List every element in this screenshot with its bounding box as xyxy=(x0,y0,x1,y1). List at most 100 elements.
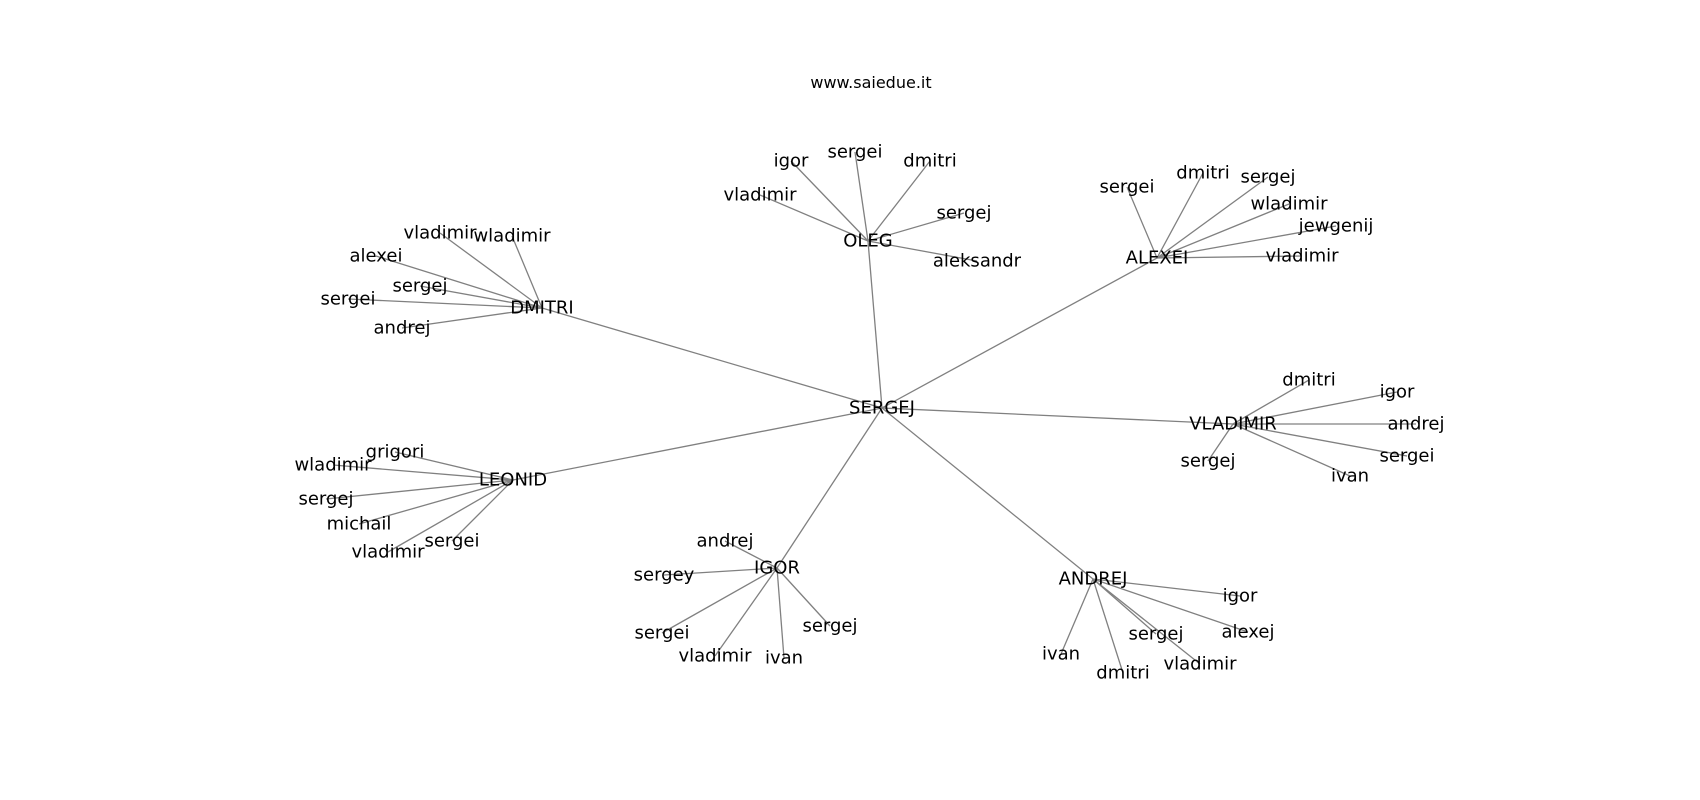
leaf-node-label: sergej xyxy=(1240,167,1295,188)
leaf-node-label: vladimir xyxy=(351,542,425,563)
edge-alexei-sergej xyxy=(1156,176,1269,259)
hub-node-label-dmitri: DMITRI xyxy=(510,298,574,319)
leaf-node-label: sergei xyxy=(1099,177,1154,198)
leaf-node-label: sergej xyxy=(392,276,447,297)
edge-dmitri-sergej xyxy=(419,285,543,309)
hub-node-label-oleg: OLEG xyxy=(843,231,893,252)
leaf-node-label: aleksandr xyxy=(933,251,1022,272)
leaf-node-label: sergei xyxy=(634,623,689,644)
edge-igor-sergey xyxy=(663,567,778,576)
leaf-node-label: andrej xyxy=(1388,414,1445,435)
edge-leonid-sergej xyxy=(325,479,514,500)
leaf-node-label: ivan xyxy=(765,648,803,669)
leaf-node-label: dmitri xyxy=(1096,663,1149,684)
edge-leonid-grigori xyxy=(394,451,514,481)
hub-node-label-andrej: ANDREJ xyxy=(1059,569,1128,590)
edge-vladimir-sergej xyxy=(1207,423,1234,462)
leaf-node-label: alexej xyxy=(1222,622,1275,643)
center-node-label: SERGEJ xyxy=(849,398,915,419)
edge-igor-andrej xyxy=(724,540,778,569)
hub-node-label-igor: IGOR xyxy=(754,558,800,579)
edge-dmitri-vladimir xyxy=(439,232,543,309)
leaf-node-label: sergej xyxy=(802,616,857,637)
leaf-node-label: vladimir xyxy=(1163,654,1237,675)
edge-alexei-dmitri xyxy=(1156,172,1204,259)
leaf-node-label: andrej xyxy=(374,318,431,339)
diagram-title: www.saiedue.it xyxy=(810,73,931,92)
leaf-node-label: sergej xyxy=(1180,451,1235,472)
edge-leonid-michail xyxy=(358,479,514,525)
leaf-node-label: dmitri xyxy=(903,151,956,172)
edge-alexei-vladimir xyxy=(1156,255,1303,259)
leaf-node-label: sergei xyxy=(1379,446,1434,467)
edge-andrej-igor xyxy=(1092,578,1241,597)
edge-dmitri-wladimir xyxy=(511,235,543,309)
leaf-node-label: andrej xyxy=(697,531,754,552)
edge-vladimir-dmitri xyxy=(1232,379,1310,425)
leaf-node-label: sergey xyxy=(634,565,695,586)
edge-andrej-vladimir xyxy=(1092,578,1201,665)
leaf-node-label: wladimir xyxy=(473,226,551,247)
edge-center-leonid xyxy=(512,407,883,481)
leaf-node-label: vladimir xyxy=(403,223,477,244)
leaf-node-label: grigori xyxy=(366,442,425,463)
leaf-node-label: wladimir xyxy=(1250,194,1328,215)
leaf-node-label: igor xyxy=(1380,382,1415,403)
edge-center-andrej xyxy=(881,407,1094,580)
edge-center-alexei xyxy=(881,257,1158,409)
edge-leonid-sergei xyxy=(451,479,514,542)
hub-node-label-alexei: ALEXEI xyxy=(1126,248,1189,269)
edge-dmitri-andrej xyxy=(401,307,543,329)
leaf-node-label: alexei xyxy=(350,246,403,267)
leaf-node-label: vladimir xyxy=(678,646,752,667)
leaf-node-label: jewgenij xyxy=(1298,216,1374,237)
edges-layer xyxy=(325,151,1416,674)
edge-alexei-jewgenij xyxy=(1156,225,1337,259)
edge-leonid-wladimir xyxy=(332,464,514,481)
edge-igor-vladimir xyxy=(714,567,778,657)
edge-leonid-vladimir xyxy=(387,479,514,553)
edge-oleg-aleksandr xyxy=(867,240,978,262)
leaf-node-label: ivan xyxy=(1331,466,1369,487)
leaf-node-label: wladimir xyxy=(294,455,372,476)
leaf-node-label: michail xyxy=(327,514,392,535)
edge-vladimir-sergei xyxy=(1232,423,1408,457)
edge-igor-ivan xyxy=(776,567,785,659)
edge-alexei-sergei xyxy=(1126,186,1158,259)
edge-igor-sergej xyxy=(776,567,831,627)
leaf-node-label: igor xyxy=(1223,586,1258,607)
edge-andrej-ivan xyxy=(1060,578,1094,655)
leaf-node-label: ivan xyxy=(1042,644,1080,665)
leaf-node-label: sergei xyxy=(827,142,882,163)
edge-vladimir-igor xyxy=(1232,391,1398,425)
leaf-node-label: sergej xyxy=(1128,624,1183,645)
leaf-node-label: igor xyxy=(774,151,809,172)
edge-center-oleg xyxy=(867,240,883,409)
edge-dmitri-alexei xyxy=(375,255,543,309)
leaf-node-label: vladimir xyxy=(723,185,797,206)
leaf-node-label: sergej xyxy=(936,203,991,224)
leaf-node-label: sergei xyxy=(424,531,479,552)
edge-alexei-wladimir xyxy=(1156,203,1290,259)
edge-center-vladimir xyxy=(881,407,1234,425)
edge-andrej-alexej xyxy=(1092,578,1249,633)
edge-andrej-sergej xyxy=(1092,578,1157,635)
leaf-node-label: sergej xyxy=(298,489,353,510)
leaf-node-label: sergei xyxy=(320,289,375,310)
edge-oleg-igor xyxy=(790,160,869,242)
leaf-node-label: dmitri xyxy=(1176,163,1229,184)
edge-oleg-dmitri xyxy=(867,160,931,242)
hub-node-label-vladimir: VLADIMIR xyxy=(1189,414,1277,435)
leaf-node-label: dmitri xyxy=(1282,370,1335,391)
edge-igor-sergei xyxy=(661,567,778,634)
hub-node-label-leonid: LEONID xyxy=(479,470,547,491)
edge-center-igor xyxy=(776,407,883,569)
edge-oleg-sergei xyxy=(854,151,869,242)
edge-andrej-dmitri xyxy=(1092,578,1124,674)
edge-oleg-vladimir xyxy=(759,194,869,242)
labels-layer: www.saiedue.it SERGEJDMITRIvladimirwladi… xyxy=(294,73,1444,684)
edge-center-dmitri xyxy=(541,307,883,409)
edge-dmitri-sergei xyxy=(347,298,543,309)
leaf-node-label: vladimir xyxy=(1265,246,1339,267)
